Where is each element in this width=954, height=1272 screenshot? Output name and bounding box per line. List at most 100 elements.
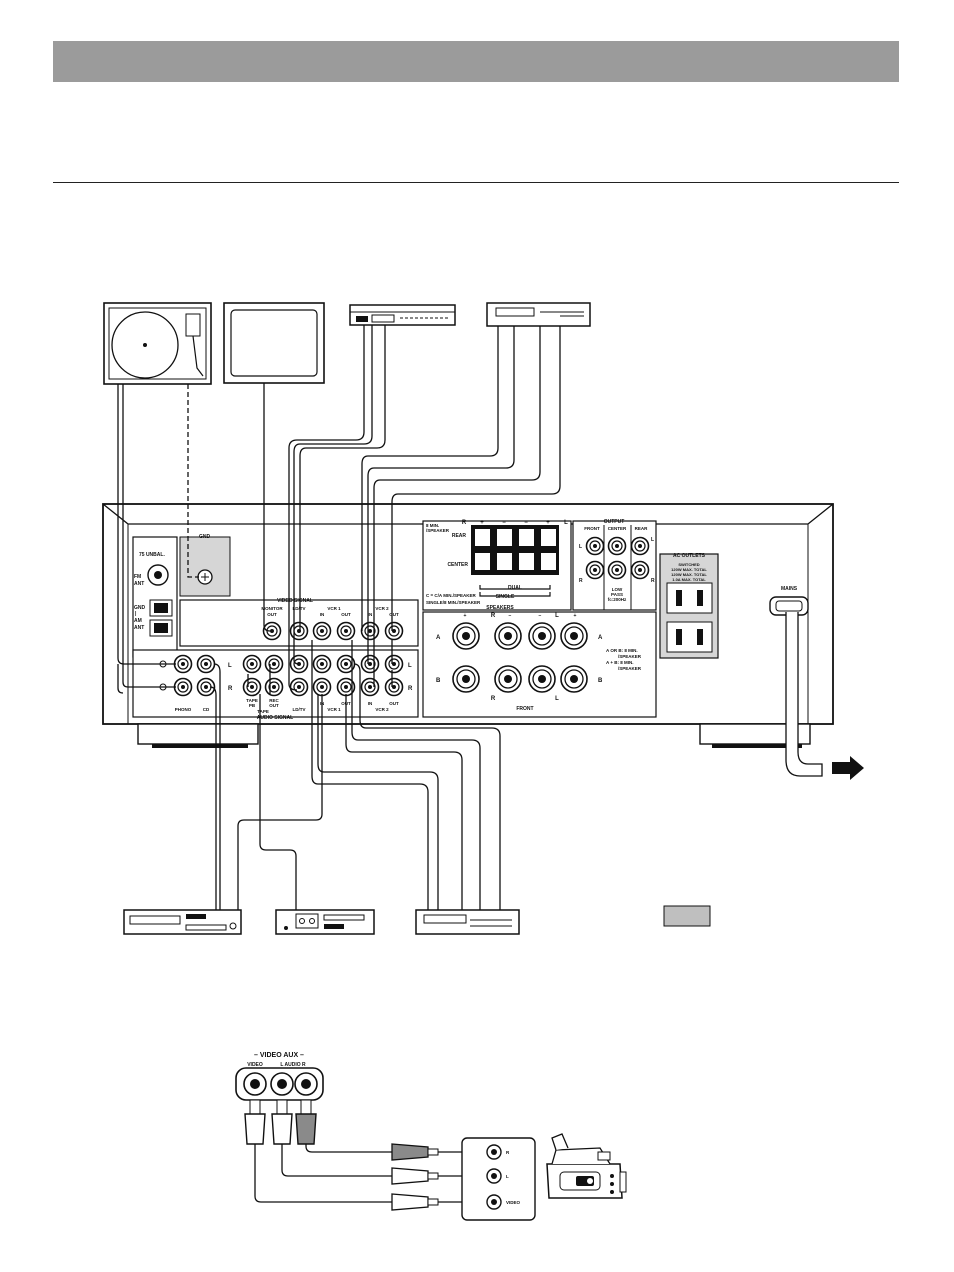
svg-text:OUT: OUT: [389, 612, 399, 617]
svg-text:SINGLE/8 MIN./SPEAKER: SINGLE/8 MIN./SPEAKER: [426, 600, 481, 605]
ac-outlets-panel: AC OUTLETS SWITCHED 120W MAX. TOTAL 120W…: [659, 553, 719, 659]
vcr2-video-in-jack[interactable]: [360, 621, 380, 641]
gnd-label: GND: [199, 534, 211, 540]
front-b-r-plus-post[interactable]: [452, 665, 480, 693]
front-a-r-minus-post[interactable]: [494, 622, 522, 650]
front-a-l-plus-post[interactable]: [560, 622, 588, 650]
svg-text:1.0A MAX. TOTAL: 1.0A MAX. TOTAL: [672, 577, 706, 582]
gnd-am-label: GND: [134, 605, 146, 611]
svg-text:CENTER: CENTER: [608, 526, 627, 531]
rec-out-l-jack[interactable]: [264, 654, 284, 674]
vcr2-out-r-jack[interactable]: [384, 677, 404, 697]
rear-label: REAR: [452, 533, 467, 539]
svg-text:+: +: [546, 520, 550, 526]
svg-text:/SPEAKER: /SPEAKER: [618, 654, 642, 659]
vcr2-out-l-jack[interactable]: [384, 654, 404, 674]
front-a-r-plus-post[interactable]: [452, 622, 480, 650]
svg-text:/SPEAKER: /SPEAKER: [618, 666, 642, 671]
svg-text:R: R: [491, 613, 496, 619]
center-pre-out-jack[interactable]: [607, 536, 627, 556]
phono-l-jack[interactable]: [173, 654, 193, 674]
monitor-out-label: MONITOR: [261, 606, 283, 611]
rec-out-r-jack[interactable]: [264, 677, 284, 697]
svg-text:+: +: [464, 613, 467, 619]
monitor-out-jack[interactable]: [262, 621, 282, 641]
svg-text:ANT: ANT: [134, 625, 144, 631]
svg-text:C = C/A MIN./SPEAKER: C = C/A MIN./SPEAKER: [426, 593, 476, 598]
section-header-band: [53, 41, 899, 82]
svg-text:120W MAX. TOTAL: 120W MAX. TOTAL: [671, 567, 707, 572]
svg-text:L: L: [564, 520, 568, 526]
legend-swatch: [663, 905, 711, 927]
svg-text:IN: IN: [368, 701, 373, 706]
front-speaker-terminals: R L + − − + A A B B A OR B: 8 MIN. /SPEA…: [422, 611, 657, 718]
section-divider: [53, 182, 899, 183]
output-label: OUTPUT: [604, 519, 625, 525]
audio-l-label: L: [228, 663, 232, 669]
svg-text:L: L: [555, 613, 559, 619]
ld-player: [349, 304, 456, 326]
front-b-l-plus-post[interactable]: [560, 665, 588, 693]
rear-center-speaker-terminals: 8 MIN. /SPEAKER R L REAR CENTER + − − + …: [422, 520, 572, 611]
svg-text:R: R: [408, 686, 413, 692]
vcr1-video-out-jack[interactable]: [336, 621, 356, 641]
svg-text:−: −: [524, 520, 528, 526]
audio-signal-label: AUDIO SIGNAL: [257, 715, 293, 721]
unbal-label: 75 UNBAL.: [139, 552, 165, 558]
turntable: [103, 302, 212, 385]
front-b-l-minus-post[interactable]: [528, 665, 556, 693]
svg-text:PB: PB: [249, 703, 256, 708]
subwoofer-out-jack[interactable]: [607, 560, 627, 580]
front-a-l-minus-post[interactable]: [528, 622, 556, 650]
svg-text:AM: AM: [134, 618, 142, 624]
front-pre-out-l-jack[interactable]: [585, 536, 605, 556]
svg-text:VCR 2: VCR 2: [375, 707, 389, 712]
vcr1-video-label: VCR 1: [327, 606, 341, 611]
svg-text:/SPEAKER: /SPEAKER: [426, 528, 450, 533]
front-label: FRONT: [516, 706, 533, 712]
vcr1-video-in-jack[interactable]: [312, 621, 332, 641]
mains-label: MAINS: [781, 586, 798, 592]
svg-text:−: −: [509, 613, 512, 619]
arrow-right-icon: [832, 756, 864, 780]
tv-monitor: [223, 302, 325, 384]
svg-text:VIDEO: VIDEO: [506, 1200, 521, 1205]
tape-pb-r-jack[interactable]: [242, 677, 262, 697]
svg-text:B: B: [598, 678, 603, 684]
audio-r-label: R: [228, 686, 233, 692]
vcr2-in-l-jack[interactable]: [360, 654, 380, 674]
ld-tv-r-jack[interactable]: [289, 677, 309, 697]
vcr-2: [486, 302, 591, 327]
rear-pre-out-r-jack[interactable]: [630, 560, 650, 580]
ld-tv-video-jack[interactable]: [289, 621, 309, 641]
svg-text:OUT: OUT: [341, 612, 351, 617]
video-aux-audio-label: L AUDIO R: [280, 1062, 306, 1068]
svg-text:FRONT: FRONT: [584, 526, 600, 531]
video-aux-title: – VIDEO AUX –: [254, 1052, 304, 1059]
phono-label: PHONO: [175, 707, 192, 712]
video-signal-label: VIDEO SIGNAL: [277, 598, 313, 604]
rear-pre-out-l-jack[interactable]: [630, 536, 650, 556]
single-label: SINGLE: [496, 594, 515, 600]
svg-text:8 MIN.: 8 MIN.: [426, 523, 439, 528]
mains-inlet: MAINS: [769, 586, 864, 780]
vcr2-in-r-jack[interactable]: [360, 677, 380, 697]
cd-l-jack[interactable]: [196, 654, 216, 674]
vcr1-in-r-jack[interactable]: [312, 677, 332, 697]
vcr1-in-l-jack[interactable]: [312, 654, 332, 674]
vcr2-video-out-jack[interactable]: [384, 621, 404, 641]
front-pre-out-r-jack[interactable]: [585, 560, 605, 580]
front-b-r-minus-post[interactable]: [494, 665, 522, 693]
cd-player: [123, 909, 242, 935]
svg-text:+: +: [480, 520, 484, 526]
svg-text:L: L: [579, 544, 582, 550]
pre-output-panel: OUTPUT FRONT CENTER REAR L R L R LOW PAS…: [572, 519, 657, 611]
svg-text:+: +: [574, 613, 577, 619]
phono-r-jack[interactable]: [173, 677, 193, 697]
svg-text:L: L: [555, 696, 559, 702]
antenna-terminals: 75 UNBAL. FM ANT GND | AM ANT: [132, 536, 178, 658]
svg-text:LD/TV: LD/TV: [293, 707, 306, 712]
low-pass-label: LOW: [612, 587, 623, 592]
tape-pb-l-jack[interactable]: [242, 654, 262, 674]
tape-label: TAPE: [257, 709, 269, 714]
